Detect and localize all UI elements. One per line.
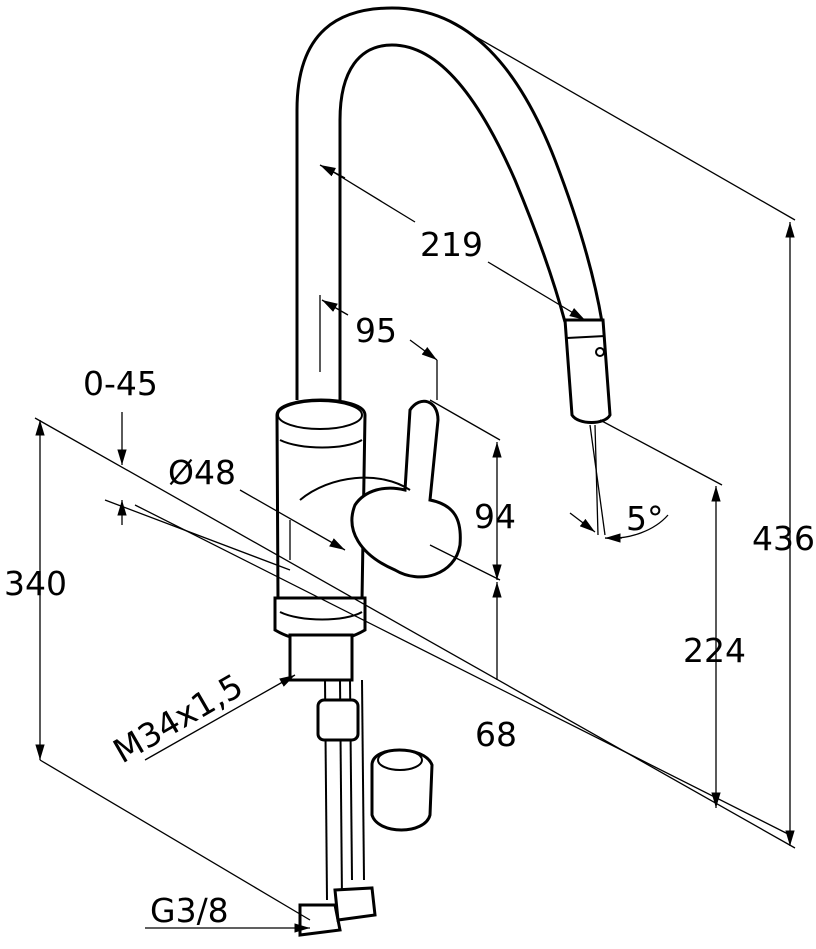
spout-outer <box>295 6 604 400</box>
faucet-illustration <box>273 6 612 937</box>
body-diameter-label: Ø48 <box>168 453 236 492</box>
clamp-accessory <box>370 748 434 832</box>
shank <box>288 633 354 682</box>
total-height-label: 436 <box>752 519 815 558</box>
spout-reach-label: 219 <box>420 225 483 264</box>
lever-offset-label: 95 <box>355 311 397 350</box>
below-worktop-label: 340 <box>4 564 67 603</box>
spray-angle-label: 5° <box>626 499 664 538</box>
spout-inner <box>338 43 567 410</box>
lever-base-height-label: 68 <box>475 715 517 754</box>
spout-outlet-height-label: 224 <box>683 631 746 670</box>
connection-label: G3/8 <box>150 891 229 930</box>
worktop-thickness-label: 0-45 <box>83 364 158 403</box>
dimension-lines <box>34 21 796 933</box>
hex-nut-left <box>298 903 342 937</box>
lever-height-label: 94 <box>474 497 516 536</box>
thread-label: M34x1,5 <box>107 666 250 771</box>
spray-head <box>563 318 612 424</box>
lever <box>350 399 462 579</box>
hex-nut-right <box>333 886 377 922</box>
